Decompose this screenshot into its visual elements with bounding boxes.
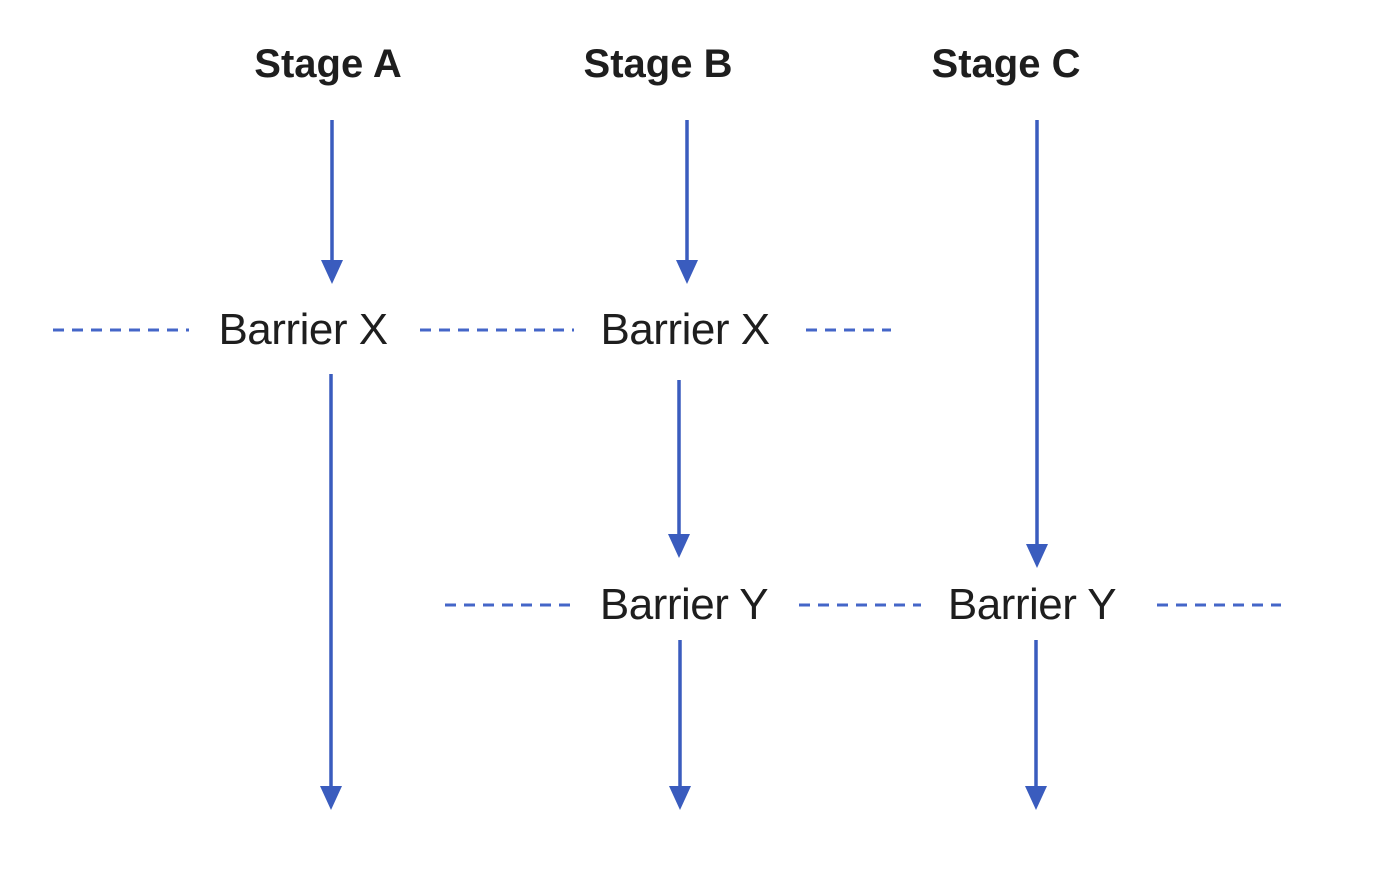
barrier-x-label-1: Barrier X: [218, 304, 388, 354]
barrier-y-label-2: Barrier Y: [947, 579, 1117, 629]
stage-c-arrow-top: [1026, 120, 1048, 568]
barrier-y-label-1: Barrier Y: [599, 579, 769, 629]
stage-a-arrow-top: [321, 120, 343, 284]
stage-b-arrow-bottom: [669, 640, 691, 810]
stage-c-arrow-bottom: [1025, 640, 1047, 810]
stage-c-label: Stage C: [931, 42, 1081, 86]
stage-b-label: Stage B: [583, 42, 733, 86]
stage-a-arrow-bottom: [320, 374, 342, 810]
stage-b-arrow-middle: [668, 380, 690, 558]
stage-a-label: Stage A: [254, 42, 402, 86]
barrier-x-label-2: Barrier X: [600, 304, 770, 354]
stage-b-arrow-top: [676, 120, 698, 284]
